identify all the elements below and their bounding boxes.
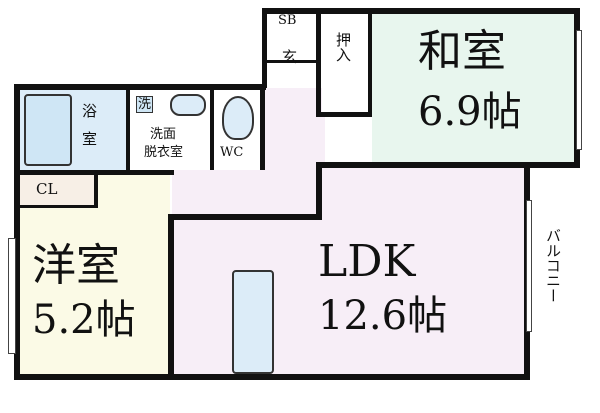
closet-label: CL bbox=[36, 182, 57, 197]
wall bbox=[94, 175, 98, 207]
wall bbox=[316, 112, 372, 117]
window bbox=[526, 200, 532, 332]
storage-floor bbox=[322, 12, 370, 112]
wall bbox=[18, 205, 98, 208]
youshitsu-size-text: 5.2帖 bbox=[32, 297, 136, 343]
ldk-name-text: LDK bbox=[318, 236, 416, 287]
wall bbox=[260, 88, 265, 170]
washroom-label-top-text: 洗面 bbox=[150, 127, 177, 142]
wall bbox=[14, 84, 266, 90]
closet-label-text: CL bbox=[36, 180, 58, 198]
washbasin-fixture bbox=[170, 94, 206, 116]
storage-label: 押入 bbox=[334, 32, 352, 62]
wc-label-text: WC bbox=[220, 145, 244, 160]
washroom-badge: 洗 bbox=[136, 96, 154, 113]
wall bbox=[210, 88, 214, 170]
wall bbox=[14, 84, 20, 380]
bathtub bbox=[24, 94, 72, 166]
kitchen-counter bbox=[232, 270, 274, 374]
wall bbox=[262, 8, 267, 88]
balcony-label: バルコニー bbox=[544, 228, 562, 303]
ldk-name: LDK bbox=[318, 240, 415, 284]
wall bbox=[14, 170, 174, 175]
hall-floor bbox=[265, 88, 325, 218]
storage-label-text: 押入 bbox=[334, 32, 352, 62]
washitsu-name: 和室 bbox=[418, 30, 506, 74]
wall bbox=[126, 88, 130, 170]
wall bbox=[262, 8, 580, 14]
window bbox=[8, 238, 16, 354]
bath-label-top-text: 浴 bbox=[82, 102, 98, 120]
wall bbox=[316, 162, 322, 220]
entrance-label: 玄 bbox=[282, 50, 297, 65]
washroom-badge-text: 洗 bbox=[138, 97, 152, 112]
closet-floor bbox=[18, 175, 96, 207]
bath-label-bottom: 室 bbox=[82, 132, 97, 147]
youshitsu-name: 洋室 bbox=[32, 244, 120, 288]
wall bbox=[168, 214, 318, 220]
washitsu-size: 6.9帖 bbox=[418, 92, 522, 132]
entrance-floor bbox=[265, 12, 317, 84]
balcony-label-text: バルコニー bbox=[544, 228, 562, 303]
shoebox-label-text: SB bbox=[278, 13, 297, 28]
window bbox=[576, 30, 582, 150]
shoebox-label: SB bbox=[278, 14, 296, 27]
wall bbox=[168, 220, 174, 380]
wall bbox=[316, 162, 580, 168]
entrance-label-text: 玄 bbox=[282, 48, 298, 66]
youshitsu-name-text: 洋室 bbox=[32, 240, 120, 291]
washitsu-name-text: 和室 bbox=[418, 26, 506, 77]
wall bbox=[14, 374, 530, 380]
washroom-label-top: 洗面 bbox=[150, 128, 176, 141]
bath-label-bottom-text: 室 bbox=[82, 130, 98, 148]
ldk-size-text: 12.6帖 bbox=[318, 293, 448, 339]
wall bbox=[262, 60, 320, 63]
bath-label-top: 浴 bbox=[82, 104, 97, 119]
washroom-label-bottom: 脱衣室 bbox=[144, 146, 183, 159]
washitsu-size-text: 6.9帖 bbox=[418, 89, 522, 135]
ldk-size: 12.6帖 bbox=[318, 296, 447, 336]
wall bbox=[368, 8, 372, 114]
washroom-label-bottom-text: 脱衣室 bbox=[144, 145, 184, 160]
ldk-floor bbox=[172, 168, 528, 376]
youshitsu-floor bbox=[18, 175, 170, 375]
toilet-fixture bbox=[222, 96, 254, 140]
balcony-floor bbox=[530, 165, 578, 375]
washitsu-floor bbox=[372, 12, 574, 162]
wc-label: WC bbox=[220, 146, 243, 159]
youshitsu-size: 5.2帖 bbox=[32, 300, 136, 340]
